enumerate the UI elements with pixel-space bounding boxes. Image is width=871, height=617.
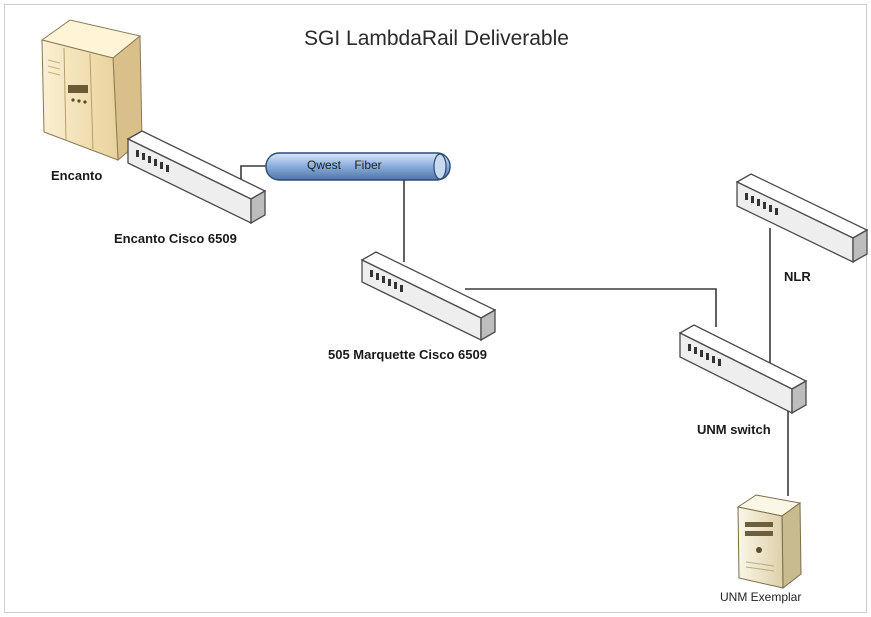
nlr-switch-icon	[735, 173, 869, 264]
unm-switch-label: UNM switch	[697, 422, 771, 437]
marquette-switch-icon	[360, 251, 497, 342]
fiber-label: Qwest Fiber	[307, 158, 382, 172]
nlr-label: NLR	[784, 269, 811, 284]
encanto-label: Encanto	[51, 168, 103, 183]
unm-exemplar-server-icon	[736, 494, 802, 590]
encanto-switch-label: Encanto Cisco 6509	[114, 231, 237, 246]
unm-exemplar-label: UNM Exemplar	[720, 590, 802, 604]
link-marquette-unm	[465, 288, 717, 327]
diagram-title: SGI LambdaRail Deliverable	[304, 27, 569, 50]
qwest-fiber-tube-icon	[265, 152, 451, 181]
marquette-switch-label: 505 Marquette Cisco 6509	[328, 347, 487, 362]
unm-switch-icon	[678, 324, 808, 415]
encanto-switch-icon	[126, 130, 267, 225]
